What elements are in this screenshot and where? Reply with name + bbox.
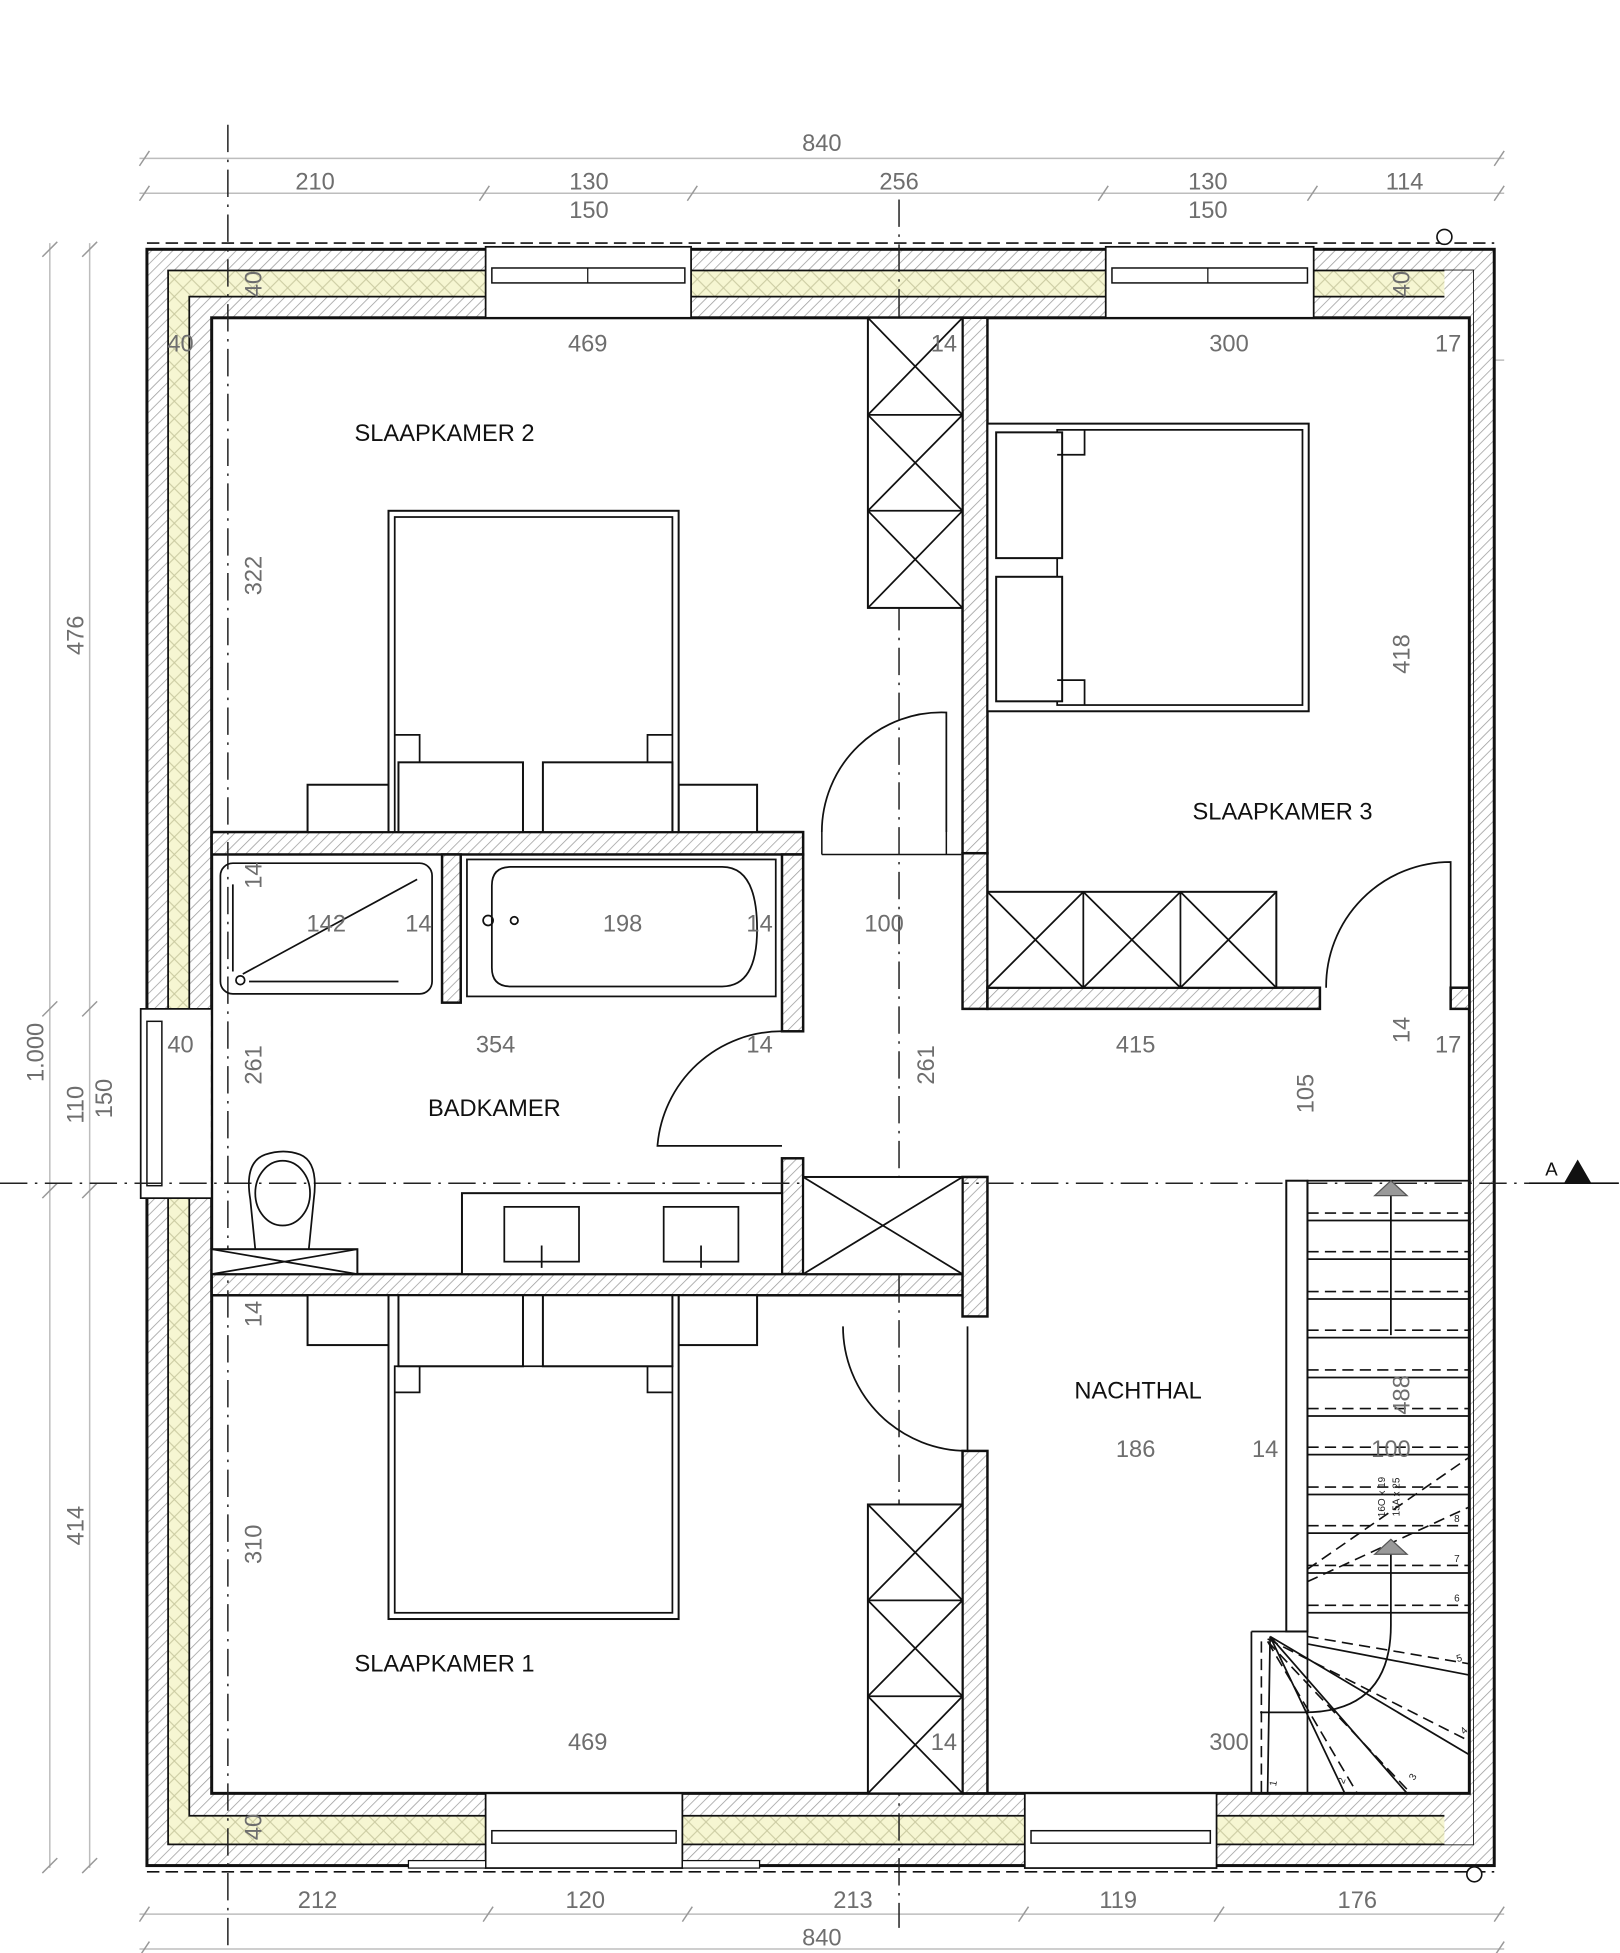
- dimension-interior-8: 418: [1390, 634, 1416, 673]
- dimension-interior-17: 354: [476, 1032, 515, 1058]
- dimension-interior-31: 14: [931, 1730, 957, 1756]
- bed-slaapkamer-2: [306, 509, 759, 834]
- dimension-interior-7: 322: [242, 556, 268, 595]
- dimension-interior-20: 415: [1116, 1032, 1155, 1058]
- dimension-interior-18: 14: [746, 1032, 772, 1058]
- dimension-top-1: 210: [295, 170, 334, 196]
- dimension-interior-2: 469: [568, 331, 607, 357]
- room-label-slaapkamer-1: SLAAPKAMER 1: [355, 1651, 535, 1677]
- dimension-bottom-5: 840: [802, 1925, 841, 1951]
- dimension-interior-16: 261: [242, 1045, 268, 1084]
- dimension-left-0: 476: [63, 616, 89, 655]
- bed-slaapkamer-1: [306, 1294, 759, 1621]
- dimension-top-4: 256: [879, 170, 918, 196]
- room-label-badkamer: BADKAMER: [428, 1096, 561, 1122]
- staircase: 16O x 19 15A x 25 1 2 3 4 5 6 7 8: [1250, 1179, 1471, 1795]
- dimension-interior-30: 469: [568, 1730, 607, 1756]
- windows: [139, 245, 1315, 1869]
- dimension-bottom-3: 119: [1099, 1888, 1137, 1914]
- dimension-interior-5: 17: [1435, 331, 1461, 357]
- dimension-bottom-2: 213: [833, 1888, 872, 1914]
- dimension-top-2: 130: [569, 170, 608, 196]
- dimension-interior-26: 14: [1252, 1437, 1278, 1463]
- section-marker: A: [1529, 1159, 1619, 1185]
- stair-step-2: 2: [1336, 1776, 1348, 1785]
- dimension-interior-1: 40: [167, 331, 193, 357]
- wardrobes: [802, 316, 1278, 1795]
- dimension-interior-28: 488: [1390, 1375, 1416, 1414]
- dimension-top-6: 150: [1188, 198, 1227, 224]
- bathroom-fixtures: [210, 858, 783, 1276]
- room-label-slaapkamer-2: SLAAPKAMER 2: [355, 421, 535, 447]
- stair-step-3: 3: [1407, 1772, 1420, 1783]
- dimension-interior-3: 14: [931, 331, 957, 357]
- dimension-interior-14: 100: [864, 912, 903, 938]
- dimension-top-3: 150: [569, 198, 608, 224]
- dimension-left-1: 1.000: [24, 1023, 50, 1082]
- dimension-interior-32: 300: [1209, 1730, 1248, 1756]
- interior-walls: [210, 316, 1471, 1795]
- dimension-interior-33: 40: [242, 1814, 268, 1840]
- dimension-interior-4: 300: [1209, 331, 1248, 357]
- dimension-interior-10: 142: [307, 912, 346, 938]
- dimension-interior-29: 310: [242, 1525, 268, 1564]
- door-openings: [821, 832, 962, 856]
- dimension-interior-15: 40: [167, 1032, 193, 1058]
- dimension-bottom-1: 120: [566, 1888, 605, 1914]
- stair-step-1: 1: [1268, 1779, 1280, 1787]
- dimension-bottom-0: 212: [298, 1888, 337, 1914]
- stair-risers-label: 16O x 19: [1377, 1476, 1388, 1517]
- dimension-bottom-4: 176: [1338, 1888, 1377, 1914]
- room-labels: SLAAPKAMER 2 SLAAPKAMER 3 BADKAMER NACHT…: [355, 421, 1373, 1677]
- dimension-left-4: 414: [63, 1506, 89, 1545]
- room-label-slaapkamer-3: SLAAPKAMER 3: [1193, 800, 1373, 826]
- dimension-interior-6: 40: [1390, 271, 1416, 297]
- dimension-interior-24: 14: [242, 1301, 268, 1327]
- stair-step-8: 8: [1454, 1514, 1460, 1525]
- dimension-interior-12: 198: [603, 912, 642, 938]
- dimension-interior-27: 100: [1371, 1437, 1410, 1463]
- stair-step-7: 7: [1454, 1554, 1460, 1565]
- dimension-top-7: 114: [1386, 170, 1424, 196]
- doors: [656, 711, 1452, 1452]
- dimension-interior-0: 40: [242, 271, 268, 297]
- dimension-interior-13: 14: [746, 912, 772, 938]
- dimension-interior-23: 105: [1294, 1074, 1320, 1113]
- stair-treads-label: 15A x 25: [1392, 1477, 1403, 1516]
- dimension-interior-9: 14: [242, 862, 268, 888]
- stair-step-5: 5: [1455, 1653, 1464, 1665]
- dimension-interior-22: 17: [1435, 1032, 1461, 1058]
- bed-slaapkamer-3: [986, 422, 1310, 713]
- dimension-left-2: 110: [63, 1086, 89, 1124]
- room-label-nachthal: NACHTHAL: [1074, 1379, 1201, 1405]
- section-marker-label: A: [1545, 1159, 1558, 1180]
- dimension-interior-11: 14: [405, 912, 431, 938]
- dimension-left-3: 150: [92, 1079, 118, 1118]
- dimension-interior-21: 14: [1390, 1017, 1416, 1043]
- dimension-top-5: 130: [1188, 170, 1227, 196]
- dimension-interior-25: 186: [1116, 1437, 1155, 1463]
- dimension-top-0: 840: [802, 131, 841, 157]
- dimension-interior-19: 261: [914, 1045, 940, 1084]
- stair-step-6: 6: [1454, 1594, 1460, 1605]
